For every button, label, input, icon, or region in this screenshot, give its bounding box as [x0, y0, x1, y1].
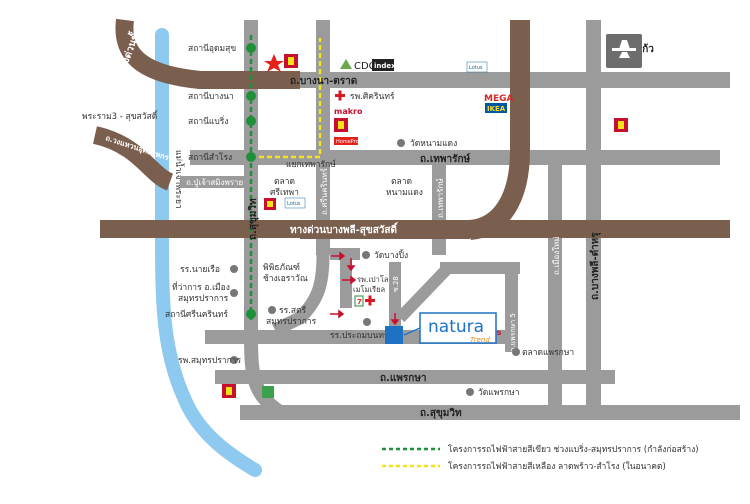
cdc-triangle-icon [340, 59, 352, 69]
sukhumvit-curve [244, 337, 285, 418]
place-hosp-samut: รพ.สมุทรปราการ [178, 356, 241, 366]
lotus-star-icon [264, 54, 284, 72]
road-sukhumvit-h: ถ.สุขุมวิท [420, 407, 462, 419]
road-thepharak: ถ.เทพารักษ์ [420, 153, 470, 165]
road-srinakarin: ถ.ศรีนครินทร์ [319, 167, 329, 215]
place-makro: makro [334, 107, 363, 116]
legend-green-label: โครงการรถไฟฟ้าสายสีเขียว ช่วงแบริ่ง-สมุท… [448, 443, 699, 455]
road-bangna-trat: ถ.บางนา-ตราด [290, 76, 357, 87]
place-talat-srithepha-1: ตลาด [274, 177, 295, 187]
place-talat-srithepha-2: ศรีเทพา [270, 187, 299, 198]
road-soi28: ซ.28 [392, 276, 400, 292]
place-amphoe-1: ที่ว่าการ อ.เมือง [172, 281, 230, 293]
place-talat-nong-daeng-1: ตลาด [391, 177, 412, 187]
road-thepharak-soi: ถ.เทพารักษ์ [435, 178, 445, 218]
place-talat-phraeksa: ตลาดแพรกษา [522, 348, 574, 358]
station-samrong: สถานีสำโรง [188, 152, 232, 163]
yellow-line-route [251, 38, 322, 159]
river [155, 28, 262, 477]
tesco-lotus-top: Lotus [466, 61, 488, 73]
legend-yellow-label: โครงการรถไฟฟ้าสายสีเหลือง ลาดพร้าว-สำโรง… [448, 461, 666, 472]
road-bangphli-tamru: ถ.บางพลี-ตำหรุ [589, 232, 601, 300]
station-bearing: สถานีแบริ่ง [188, 115, 229, 127]
station-srinakarin: สถานีศรีนครินทร์ [165, 309, 228, 320]
road-expressway: ทางด่วนบางพลี-สุขสวัสดิ์ [290, 222, 399, 236]
place-rr-satree-2: สมุทรปราการ [266, 317, 317, 327]
arrow-icon [330, 251, 400, 326]
place-hosp-muang-2: เมโมเรียล [353, 285, 385, 294]
srinakarin-curve [272, 254, 330, 336]
place-mega: MEGA [484, 94, 513, 104]
place-museum-1: พิพิธภัณฑ์ [263, 262, 300, 273]
place-homepro: HomePro [336, 139, 359, 145]
station-dots [246, 43, 256, 319]
place-rr-prachaban: รร.ประถมบนทร์ 2 [330, 330, 397, 341]
station-bangna: สถานีบางนา [188, 91, 234, 102]
place-ikea: IKEA [487, 105, 506, 113]
svg-text:Lotus: Lotus [469, 65, 483, 71]
road-mueang-mai: ถ.เมืองใหม่ [552, 236, 561, 275]
green-logo-icon [262, 386, 274, 398]
road-pu-chao: ถ.ปู่เจ้าสมิงพราย [186, 178, 243, 188]
road-sukhumvit-v: ถ.สุขุมวิท [247, 198, 259, 240]
project-sub: Trend [470, 336, 490, 344]
seven-eleven-icon [354, 295, 364, 307]
project-square-icon [385, 326, 403, 344]
svg-text:7: 7 [357, 298, 362, 306]
label-rama3: พระราม3 - สุขสวัสดิ์ [82, 110, 159, 122]
place-index: index [374, 62, 396, 70]
tesco-lotus-mid: Lotus [284, 197, 306, 209]
place-hosp-muang-1: รพ.เปาโล [357, 275, 389, 284]
river-label: แม่น้ำเจ้าพระยา [173, 150, 185, 209]
place-amphoe-2: สมุทรปราการ [178, 294, 229, 304]
place-talat-nong-daeng-2: หนามแดง [386, 188, 423, 198]
road-network [180, 20, 740, 420]
project-name: natura [428, 317, 484, 337]
station-udomsuk: สถานีอุดมสุข [188, 43, 236, 54]
place-museum-2: ช้างเอราวัณ [263, 273, 308, 284]
place-wat-phraeksa: วัดแพรกษา [478, 388, 519, 398]
place-rr-nairuea: รร.นายเรือ [180, 264, 220, 275]
diagonal-road [395, 265, 451, 323]
place-dots [230, 139, 520, 396]
road-phraeksa5: ถ.แพรกษา 5 [509, 313, 517, 352]
place-rr-satree-1: รร.สตรี [279, 305, 307, 316]
expressways [92, 18, 730, 240]
place-junction-thepharak: แยกเทพารักษ์ [286, 159, 336, 170]
svg-text:Lotus: Lotus [287, 201, 301, 207]
place-wat-nong-daeng: วัดหนามแดง [410, 139, 457, 149]
place-siriraj: รพ.ศิครินทร์ [350, 91, 395, 102]
airplane-icon [612, 40, 636, 58]
hospital-cross-icon [335, 90, 375, 306]
place-wat-bang-ping: วัดบางปิ้ง [374, 249, 408, 261]
big-c-icon [222, 54, 628, 398]
road-phraeksa: ถ.แพรกษา [380, 373, 427, 384]
place-cdc: CDC [354, 61, 376, 72]
